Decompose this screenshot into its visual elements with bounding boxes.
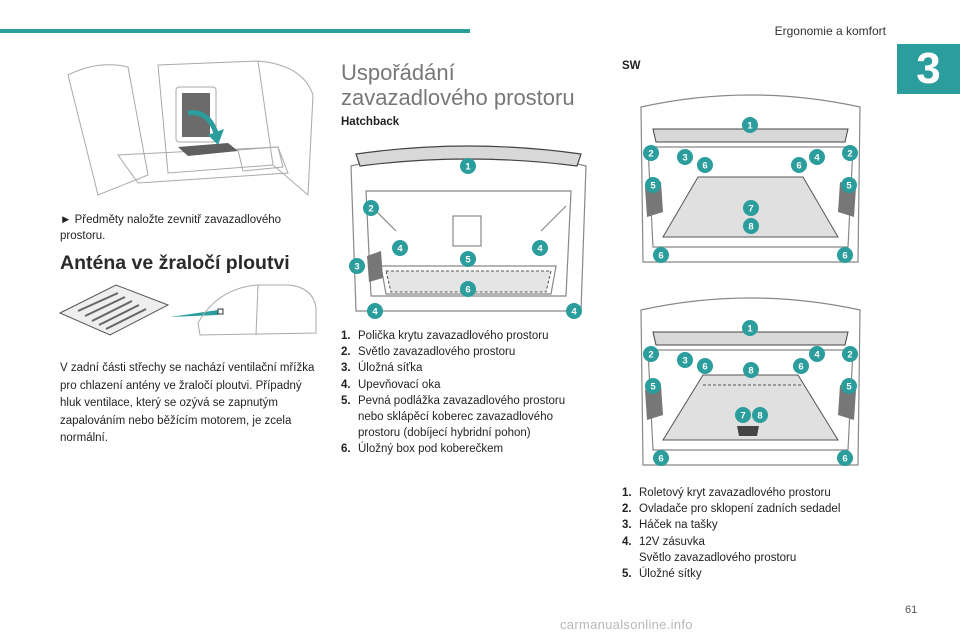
- svg-text:1: 1: [465, 162, 471, 173]
- hatchback-callouts: 1 2 3 4 4 4 4 5 6: [349, 158, 582, 319]
- svg-text:8: 8: [757, 411, 762, 422]
- svg-text:2: 2: [648, 350, 653, 361]
- sw-legend-list: 1.Roletový kryt zavazadlového prostoru 2…: [622, 485, 877, 582]
- header-accent-bar: [0, 29, 470, 33]
- svg-text:1: 1: [747, 121, 753, 132]
- seat-caption: ► Předměty naložte zevnitř zavazadlového…: [60, 214, 282, 242]
- svg-text:3: 3: [682, 356, 687, 367]
- svg-text:2: 2: [368, 204, 373, 215]
- svg-text:5: 5: [465, 255, 471, 266]
- hatchback-boot-illustration: 1 2 3 4 4 4 4 5 6: [349, 145, 587, 319]
- sw-boot-illustration-top: 1 2 2 3 4 5 5 6 6 6 6 7 8: [640, 94, 861, 263]
- list-item: 5.Pevná podlážka zavazadlového prostoru …: [341, 394, 566, 440]
- svg-text:6: 6: [842, 454, 847, 465]
- antenna-heading: Anténa ve žraločí ploutvi: [60, 252, 290, 274]
- svg-text:5: 5: [846, 382, 852, 393]
- svg-text:4: 4: [537, 244, 543, 255]
- luggage-section-heading: Uspořádání zavazadlového prostoru: [341, 60, 575, 110]
- callout-4d: 4: [566, 303, 582, 319]
- antenna-description: V zadní části střechy se nachází ventila…: [60, 362, 315, 444]
- callout-4c: 4: [367, 303, 383, 319]
- svg-text:6: 6: [798, 362, 803, 373]
- svg-text:1: 1: [747, 324, 753, 335]
- list-item: 4.Upevňovací oka: [341, 378, 441, 391]
- list-item: 3.Úložná síťka: [341, 362, 423, 375]
- svg-text:4: 4: [814, 350, 820, 361]
- svg-text:7: 7: [748, 204, 753, 215]
- list-item: 5.Úložné sítky: [622, 568, 702, 581]
- list-item: 1.Roletový kryt zavazadlového prostoru: [622, 487, 831, 499]
- sw-boot-illustration-bottom: 1 2 2 3 4 5 5 6 6 6 6 7 8 8: [640, 297, 861, 466]
- svg-text:8: 8: [748, 222, 753, 233]
- svg-text:5: 5: [650, 181, 656, 192]
- svg-text:2: 2: [847, 350, 852, 361]
- callout-4a: 4: [392, 240, 408, 256]
- svg-text:4: 4: [814, 153, 820, 164]
- callout-4b: 4: [532, 240, 548, 256]
- callout-1: 1: [460, 158, 476, 174]
- svg-text:7: 7: [740, 411, 745, 422]
- list-item: 1.Polička krytu zavazadlového prostoru: [341, 330, 549, 342]
- section-title: Ergonomie a komfort: [774, 24, 886, 38]
- svg-text:6: 6: [658, 251, 663, 262]
- svg-text:3: 3: [354, 262, 359, 273]
- svg-text:2: 2: [847, 149, 852, 160]
- list-item: 4.12V zásuvka: [622, 535, 705, 548]
- svg-text:4: 4: [397, 244, 403, 255]
- callout-6: 6: [460, 281, 476, 297]
- svg-text:6: 6: [658, 454, 663, 465]
- svg-text:8: 8: [748, 366, 753, 377]
- svg-text:6: 6: [702, 362, 707, 373]
- list-item: 2.Světlo zavazadlového prostoru: [341, 346, 516, 359]
- svg-text:6: 6: [702, 161, 707, 172]
- list-item: Světlo zavazadlového prostoru: [639, 551, 797, 564]
- antenna-illustration: [58, 284, 317, 336]
- callout-5: 5: [460, 251, 476, 267]
- watermark: carmanualsonline.info: [560, 617, 693, 632]
- page-number: 61: [905, 604, 918, 616]
- svg-text:6: 6: [842, 251, 847, 262]
- svg-text:3: 3: [682, 153, 687, 164]
- sw-subheading: SW: [622, 60, 641, 72]
- callout-3: 3: [349, 258, 365, 274]
- hatchback-legend-list: 1.Polička krytu zavazadlového prostoru 2…: [341, 328, 591, 458]
- svg-text:6: 6: [796, 161, 801, 172]
- hatchback-subheading: Hatchback: [341, 116, 400, 128]
- rear-seat-illustration: [67, 60, 314, 197]
- svg-text:5: 5: [650, 382, 656, 393]
- list-item: 3.Háček na tašky: [622, 519, 718, 532]
- svg-text:4: 4: [571, 307, 577, 318]
- svg-text:5: 5: [846, 181, 852, 192]
- list-item: 2.Ovladače pro sklopení zadních sedadel: [622, 503, 841, 516]
- svg-text:4: 4: [372, 307, 378, 318]
- svg-text:2: 2: [648, 149, 653, 160]
- list-item: 6.Úložný box pod koberečkem: [341, 443, 504, 456]
- callout-2: 2: [363, 200, 379, 216]
- svg-text:6: 6: [465, 285, 470, 296]
- chapter-number-tab: 3: [897, 44, 960, 94]
